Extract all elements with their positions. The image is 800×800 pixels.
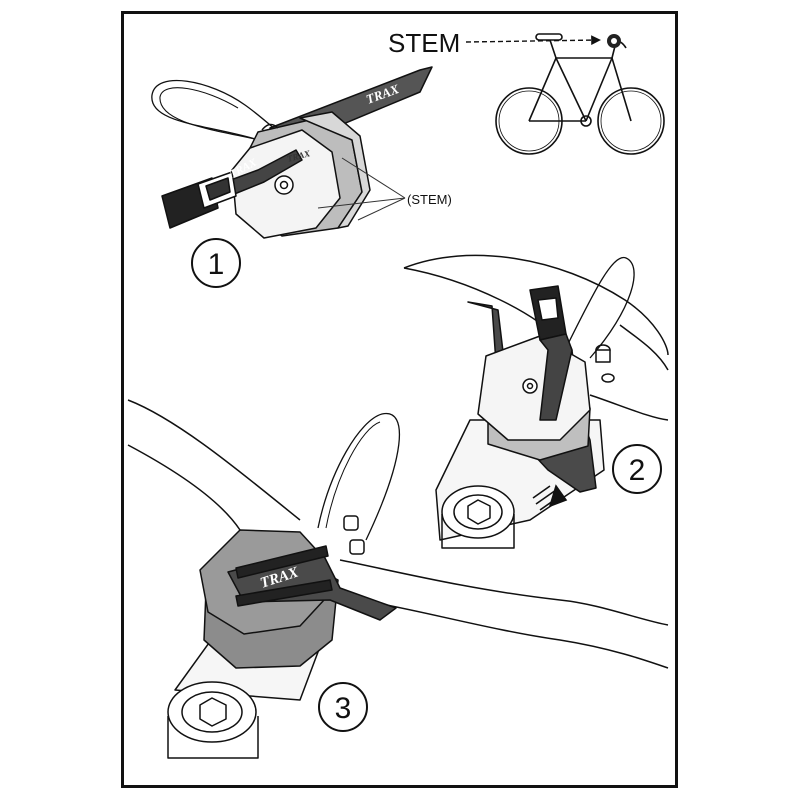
step-3-number: 3 [335,692,352,725]
step-1-illustration [151,66,433,239]
stem-callout-label: (STEM) [407,192,452,207]
hand-pull-arrow-icon [532,484,568,511]
step-1-circle [191,238,241,288]
bicycle-icon [495,33,665,155]
stem-label: STEM [388,28,460,58]
step-1-number: 1 [208,248,225,281]
step-2-circle [612,444,662,494]
stem-pointer-line [465,35,601,46]
seatpost-mount-icon [607,34,621,48]
step-2-number: 2 [629,454,646,487]
step-3-circle [318,682,368,732]
stem-callout-lines [317,157,406,221]
step-2-illustration [403,254,669,549]
step-3-illustration [127,399,669,759]
